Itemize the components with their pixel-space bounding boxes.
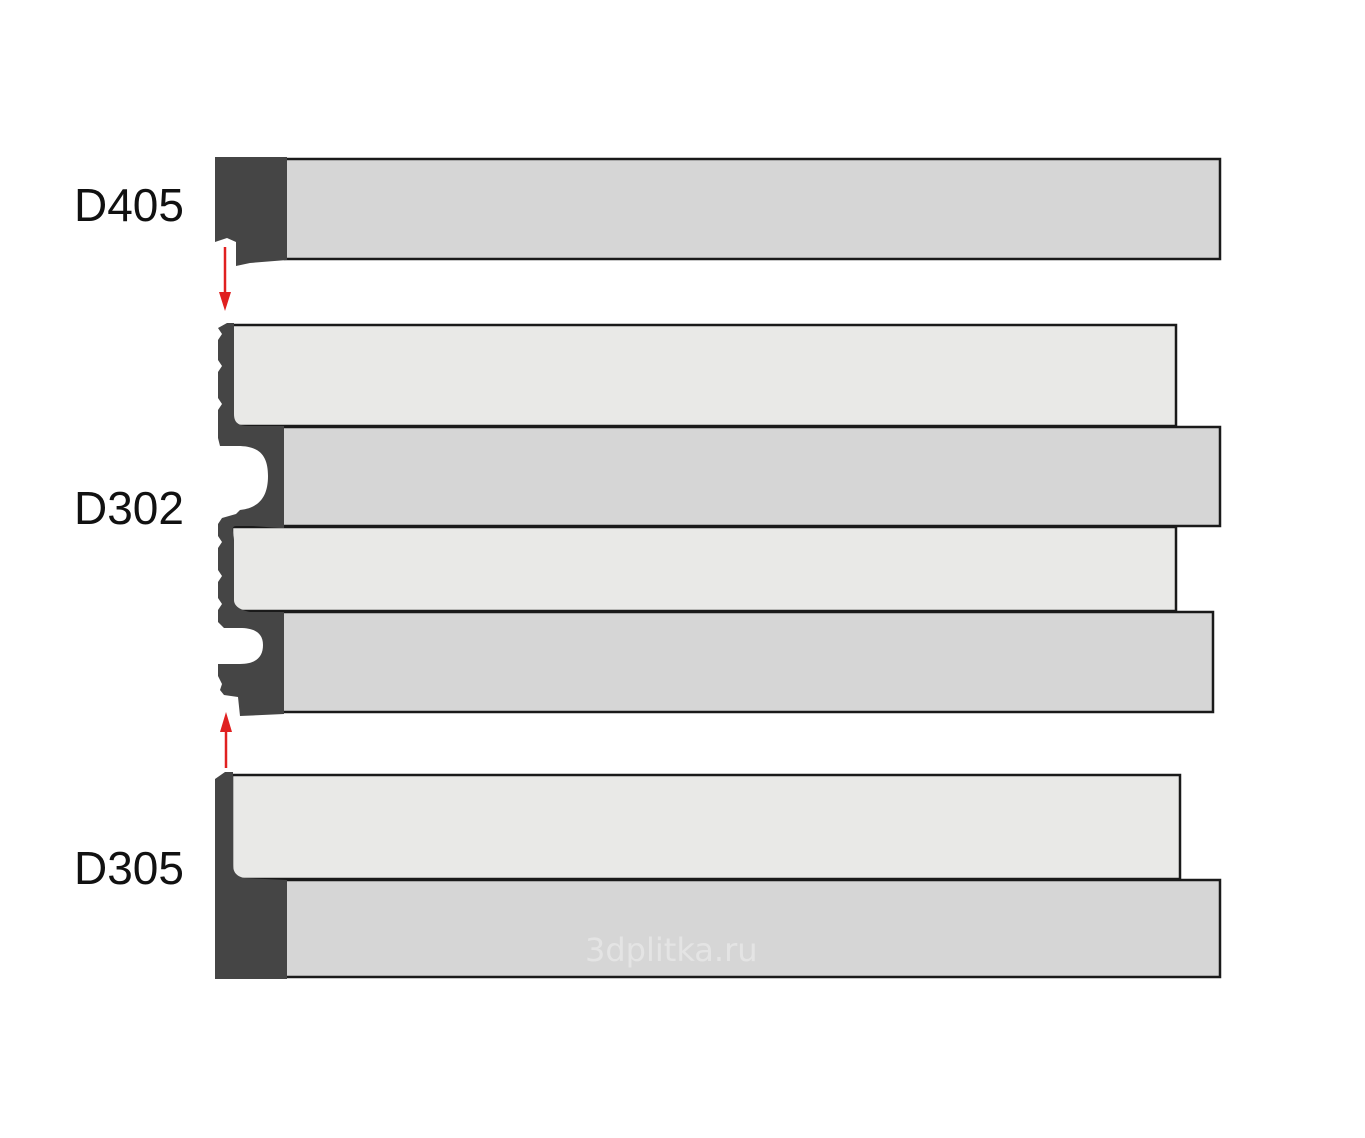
- d302-board-3: [230, 525, 1178, 613]
- profile-label-d302: D302: [74, 482, 184, 534]
- d302-board-4: [280, 610, 1215, 714]
- profile-d302: D302: [74, 323, 1222, 716]
- d405-edge-profile: [215, 157, 287, 266]
- d305-edge-profile: [215, 772, 287, 979]
- connection-arrow-up: [220, 712, 232, 768]
- profile-label-d305: D305: [74, 842, 184, 894]
- d302-edge-profile: [218, 323, 284, 716]
- d305-board-1: [230, 773, 1182, 881]
- d405-board: [283, 157, 1222, 261]
- profile-d305: D305: [74, 772, 1222, 979]
- watermark-text: 3dplitka.ru: [585, 931, 758, 969]
- d302-board-1: [230, 323, 1178, 428]
- d305-board-2: [283, 878, 1222, 979]
- connection-arrow-down: [219, 247, 231, 311]
- profile-label-d405: D405: [74, 179, 184, 231]
- profile-d405: D405: [74, 157, 1222, 266]
- d302-board-2: [280, 425, 1222, 528]
